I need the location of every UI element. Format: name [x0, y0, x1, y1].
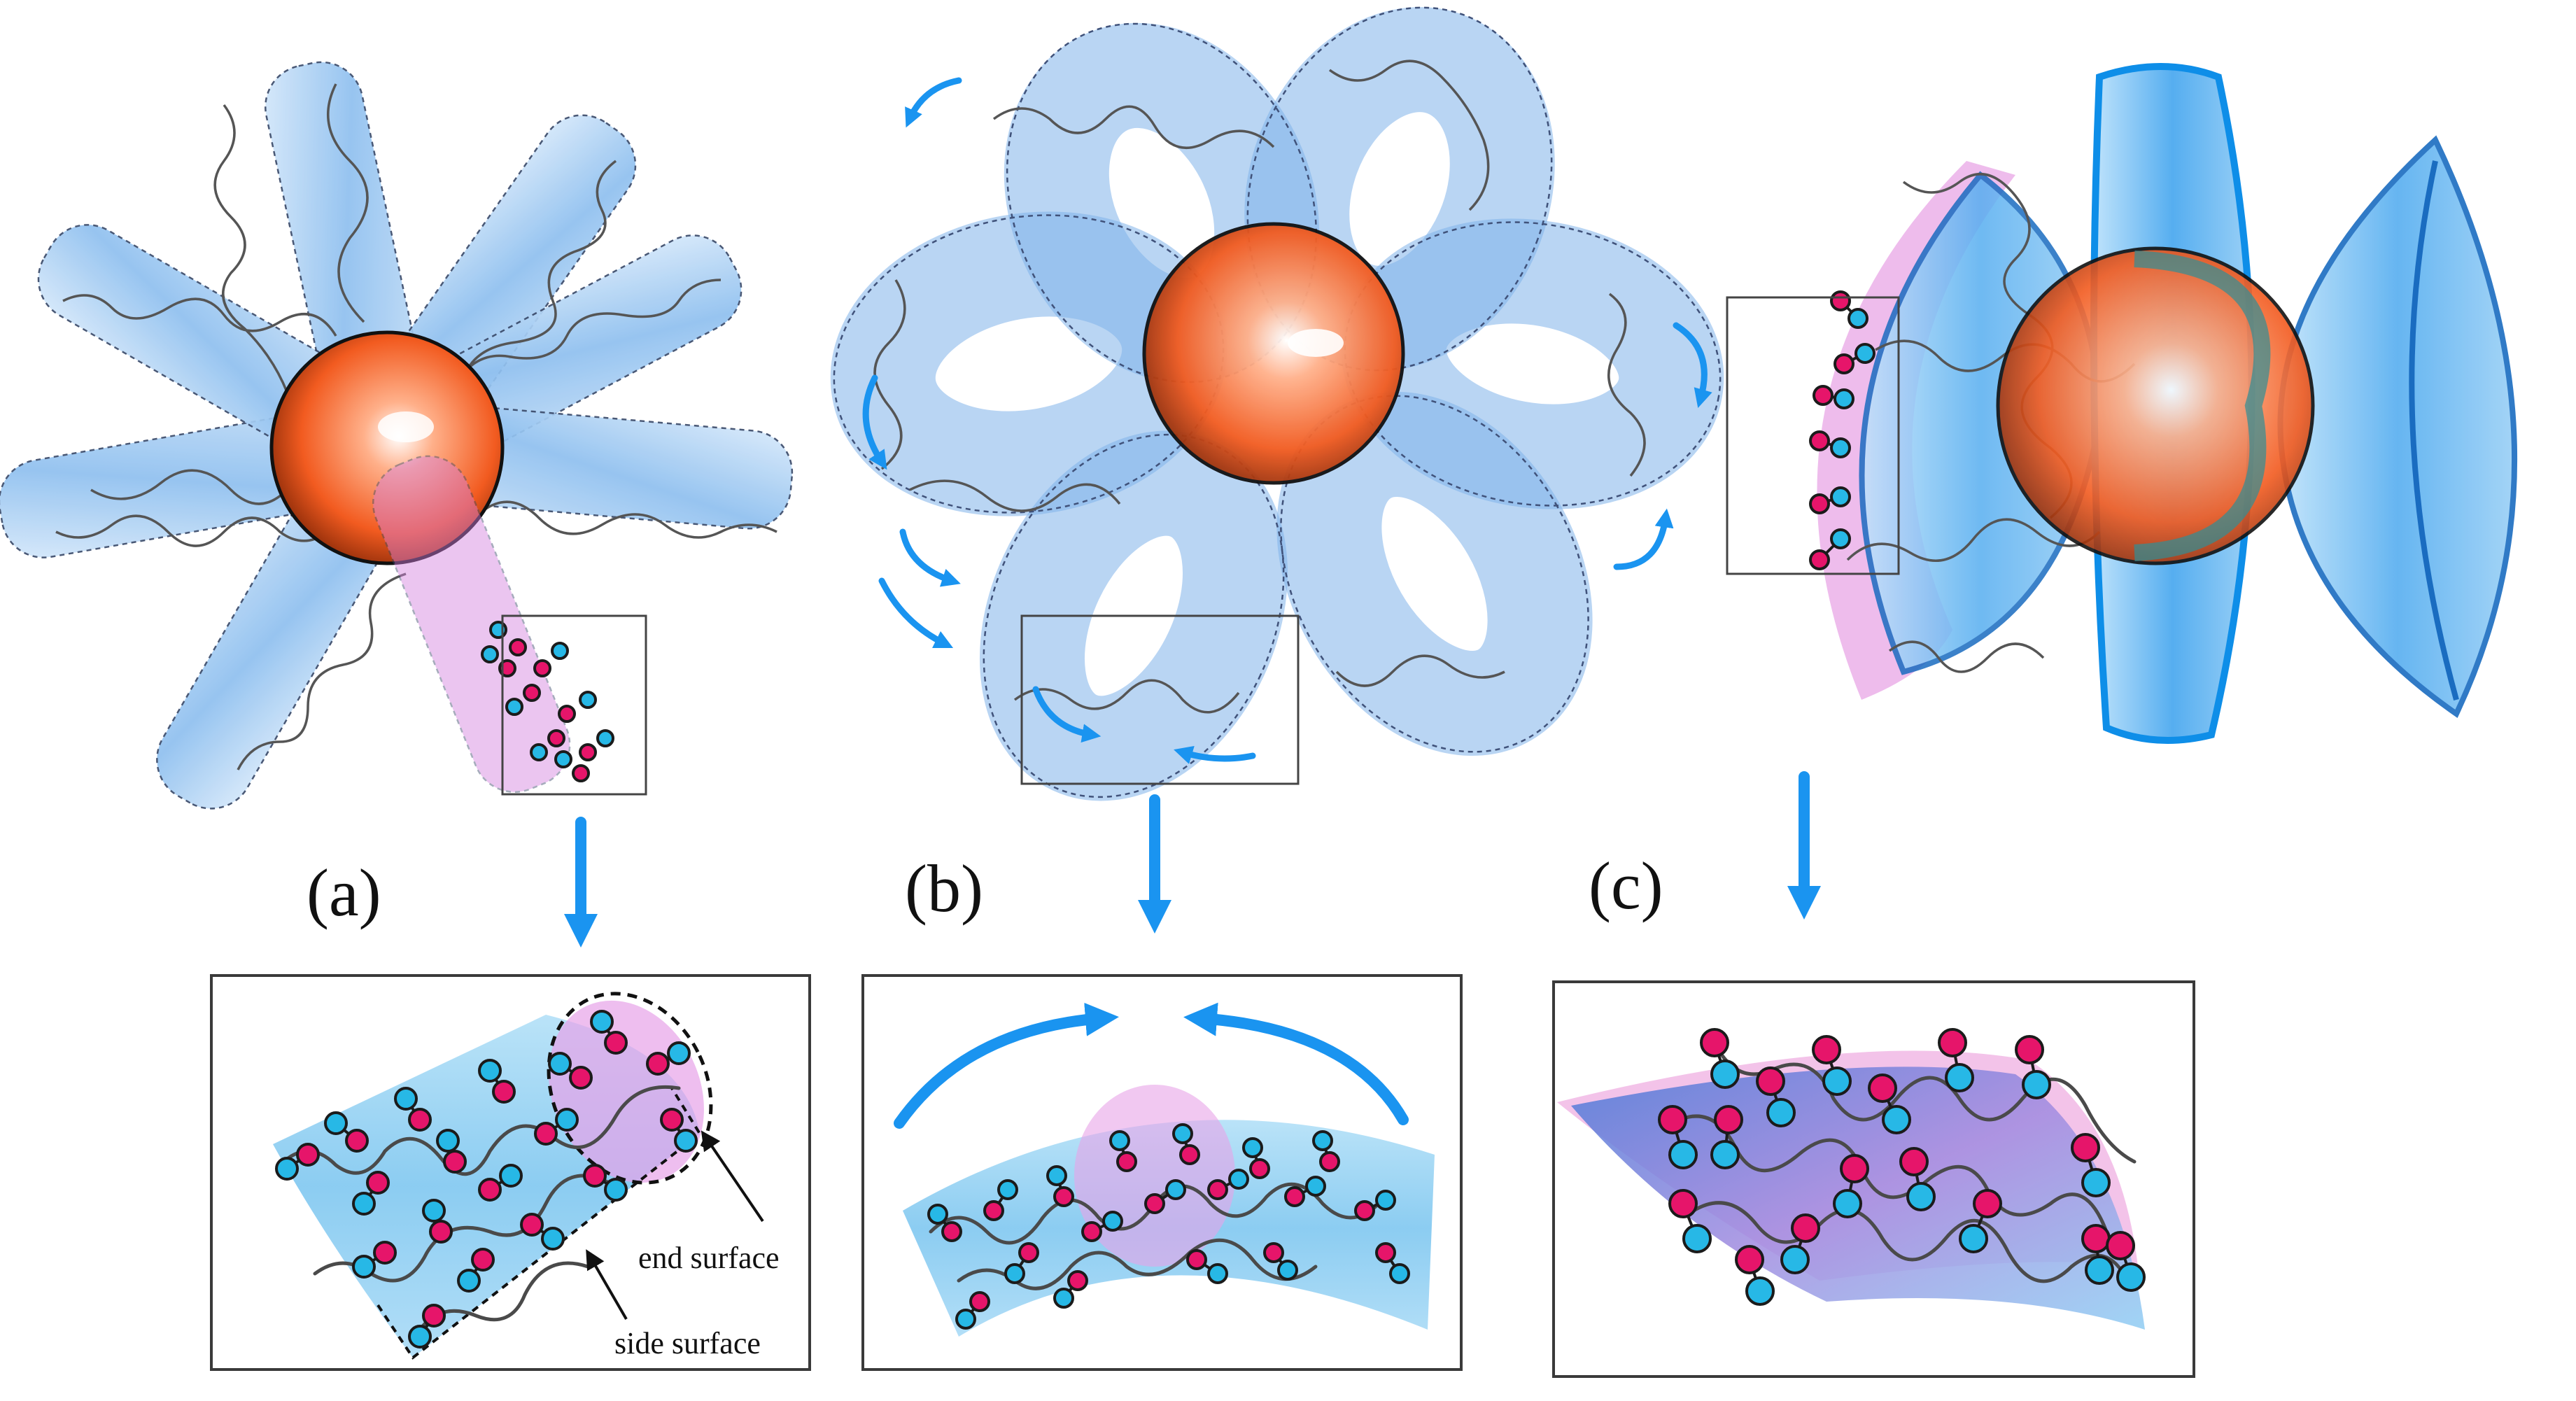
lens-right	[2277, 135, 2518, 718]
panel-b-polymer-chains	[873, 59, 1646, 714]
panel-c-core	[1996, 246, 2315, 565]
panel-c-core-band	[2134, 251, 2271, 561]
panel-b-label: (b)	[905, 851, 983, 926]
panel-b-flow-arrows	[862, 77, 1712, 764]
panel-c-lens-micelle: (c)	[1589, 63, 2518, 923]
panel-a-star-micelle: (a)	[0, 61, 794, 948]
end-surface-label: end surface	[638, 1241, 780, 1275]
panel-b-core	[1142, 222, 1405, 485]
panel-a-core	[269, 330, 505, 565]
panel-b-zoom-box	[1020, 614, 1300, 785]
panel-a-zoom-box	[501, 614, 647, 796]
lens-right-inner	[2409, 160, 2459, 701]
panel-a-core-highlight	[378, 411, 434, 442]
panel-b-flower-micelle: (b)	[830, 6, 1724, 934]
panel-a-label: (a)	[307, 855, 381, 930]
panel-b-core-highlight	[1288, 329, 1344, 357]
panel-a-polymer-chains	[55, 83, 777, 770]
lens-left-pink	[1817, 161, 2015, 700]
inset-b-left-arrow	[894, 1002, 1119, 1129]
side-surface-label: side surface	[614, 1326, 761, 1360]
panel-a-arm-monomers	[481, 621, 614, 782]
end-surface-pointer	[701, 1130, 764, 1223]
panel-b-inset-monomers	[927, 1123, 1410, 1330]
cylinder-end-face	[549, 1000, 704, 1183]
panel-c-edge-monomers	[1809, 290, 1875, 570]
inset-b-right-arrow	[1183, 1002, 1409, 1125]
panel-c-label: (c)	[1589, 848, 1663, 923]
panel-a-inset-monomers	[275, 1010, 698, 1349]
panel-c-inset	[1552, 980, 2195, 1378]
panel-a-inset: end surface side surface	[210, 974, 811, 1371]
panel-c-inset-monomers	[1658, 1028, 2146, 1306]
panel-c-zoom-box	[1726, 296, 1900, 575]
side-surface-pointer	[586, 1249, 628, 1321]
panel-b-inset	[861, 974, 1463, 1371]
